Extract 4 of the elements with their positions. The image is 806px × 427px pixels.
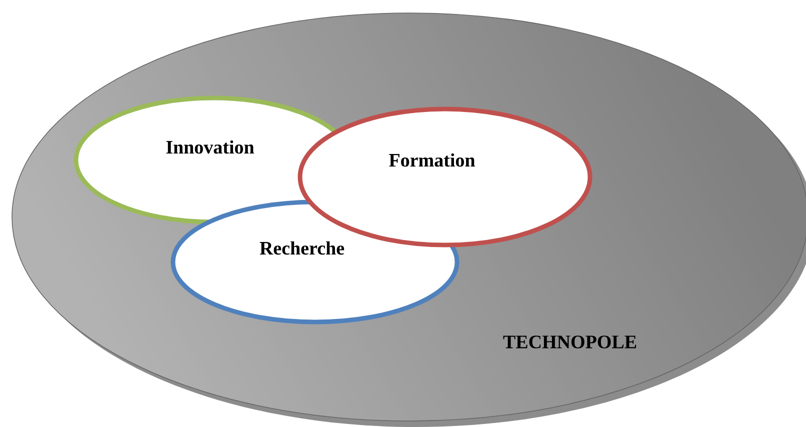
ellipse-label: Recherche xyxy=(260,241,344,255)
ellipse-label: Formation xyxy=(389,153,475,167)
ellipse-label: Innovation xyxy=(166,140,254,154)
ellipse-label: TECHNOPOLE xyxy=(503,336,636,348)
